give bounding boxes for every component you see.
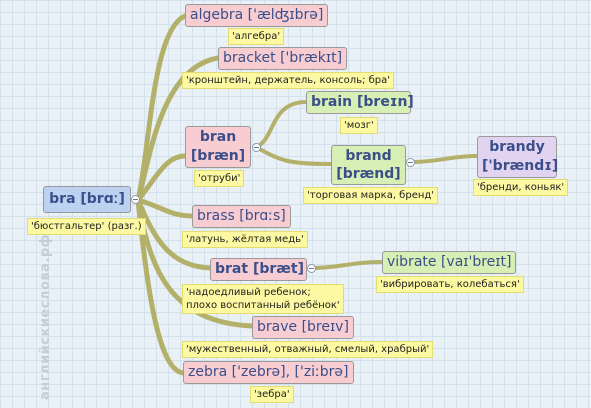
- link-brand: [254, 145, 333, 166]
- link-vibrate: [310, 260, 384, 270]
- node-bracket-label: bracket ['brækɪt]: [223, 50, 343, 66]
- node-bra[interactable]: bra [brɑː]: [43, 186, 131, 213]
- node-brave[interactable]: brave [breɪv]: [252, 316, 354, 339]
- note-brass: 'латунь, жёлтая медь': [182, 231, 308, 248]
- link-brandy: [410, 154, 479, 164]
- node-algebra-label: algebra ['ælʤɪbrə]: [190, 7, 324, 23]
- collapse-toggle-bra[interactable]: [131, 195, 140, 204]
- note-brat: 'надоедливый ребенок; плохо воспитанный …: [182, 284, 344, 314]
- collapse-toggle-bran[interactable]: [252, 143, 261, 152]
- node-bran-transcription: [bræn]: [190, 148, 246, 164]
- note-brave: 'мужественный, отважный, смелый, храбрый…: [182, 341, 434, 358]
- watermark: английскиеслова.рф: [38, 233, 53, 400]
- link-brat: [135, 197, 213, 271]
- node-bracket[interactable]: bracket ['brækɪt]: [218, 47, 348, 70]
- node-brandy-transcription: ['brændɪ]: [482, 158, 559, 174]
- node-vibrate-label: vibrate [vaɪ'breɪt]: [387, 254, 512, 270]
- note-brand: 'торговая марка, бренд': [303, 187, 439, 204]
- note-brandy: 'бренди, коньяк': [473, 179, 569, 196]
- note-brat-line1: 'надоедливый ребенок;: [186, 287, 311, 298]
- node-zebra[interactable]: zebra ['zebrə], ['ziːbrə]: [183, 361, 354, 384]
- link-bracket: [135, 55, 221, 203]
- collapse-toggle-brat[interactable]: [307, 264, 316, 273]
- node-brand-word: brand: [345, 148, 392, 164]
- note-zebra: 'зебра': [250, 386, 294, 403]
- link-brass: [135, 197, 195, 219]
- node-bran-word: bran: [199, 129, 237, 145]
- node-brandy[interactable]: brandy ['brændɪ]: [477, 136, 559, 178]
- note-bracket: 'кронштейн, держатель, консоль; бра': [182, 72, 395, 89]
- node-brass-label: brass [brɑːs]: [197, 208, 286, 224]
- node-vibrate[interactable]: vibrate [vaɪ'breɪt]: [382, 251, 517, 274]
- node-brand-transcription: [brænd]: [336, 166, 401, 182]
- node-algebra[interactable]: algebra ['ælʤɪbrə]: [185, 4, 329, 27]
- node-brat[interactable]: brat [bræt]: [210, 258, 307, 281]
- note-bran: 'отруби': [194, 170, 245, 187]
- link-brain: [254, 100, 308, 149]
- node-bran[interactable]: bran [bræn]: [185, 126, 251, 168]
- node-brass[interactable]: brass [brɑːs]: [192, 205, 291, 228]
- node-brain-label: brain [breɪn]: [311, 94, 414, 110]
- node-brandy-word: brandy: [489, 139, 545, 155]
- note-brain: 'мозг': [340, 117, 378, 134]
- node-zebra-label: zebra ['zebrə], ['ziːbrə]: [188, 364, 349, 380]
- link-bran: [135, 153, 188, 203]
- node-brand[interactable]: brand [brænd]: [331, 145, 406, 185]
- note-vibrate: 'вибрировать, колебаться': [376, 276, 524, 293]
- node-brain[interactable]: brain [breɪn]: [306, 91, 414, 114]
- node-brat-label: brat [bræt]: [215, 261, 305, 277]
- note-bra: 'бюстгальтер' (разг.): [27, 218, 146, 235]
- collapse-toggle-brand[interactable]: [406, 158, 415, 167]
- node-brave-label: brave [breɪv]: [257, 319, 349, 335]
- node-bra-label: bra [brɑː]: [49, 191, 125, 207]
- note-algebra: 'алгебра': [228, 28, 285, 45]
- note-brat-line2: плохо воспитанный ребёнок': [186, 300, 340, 311]
